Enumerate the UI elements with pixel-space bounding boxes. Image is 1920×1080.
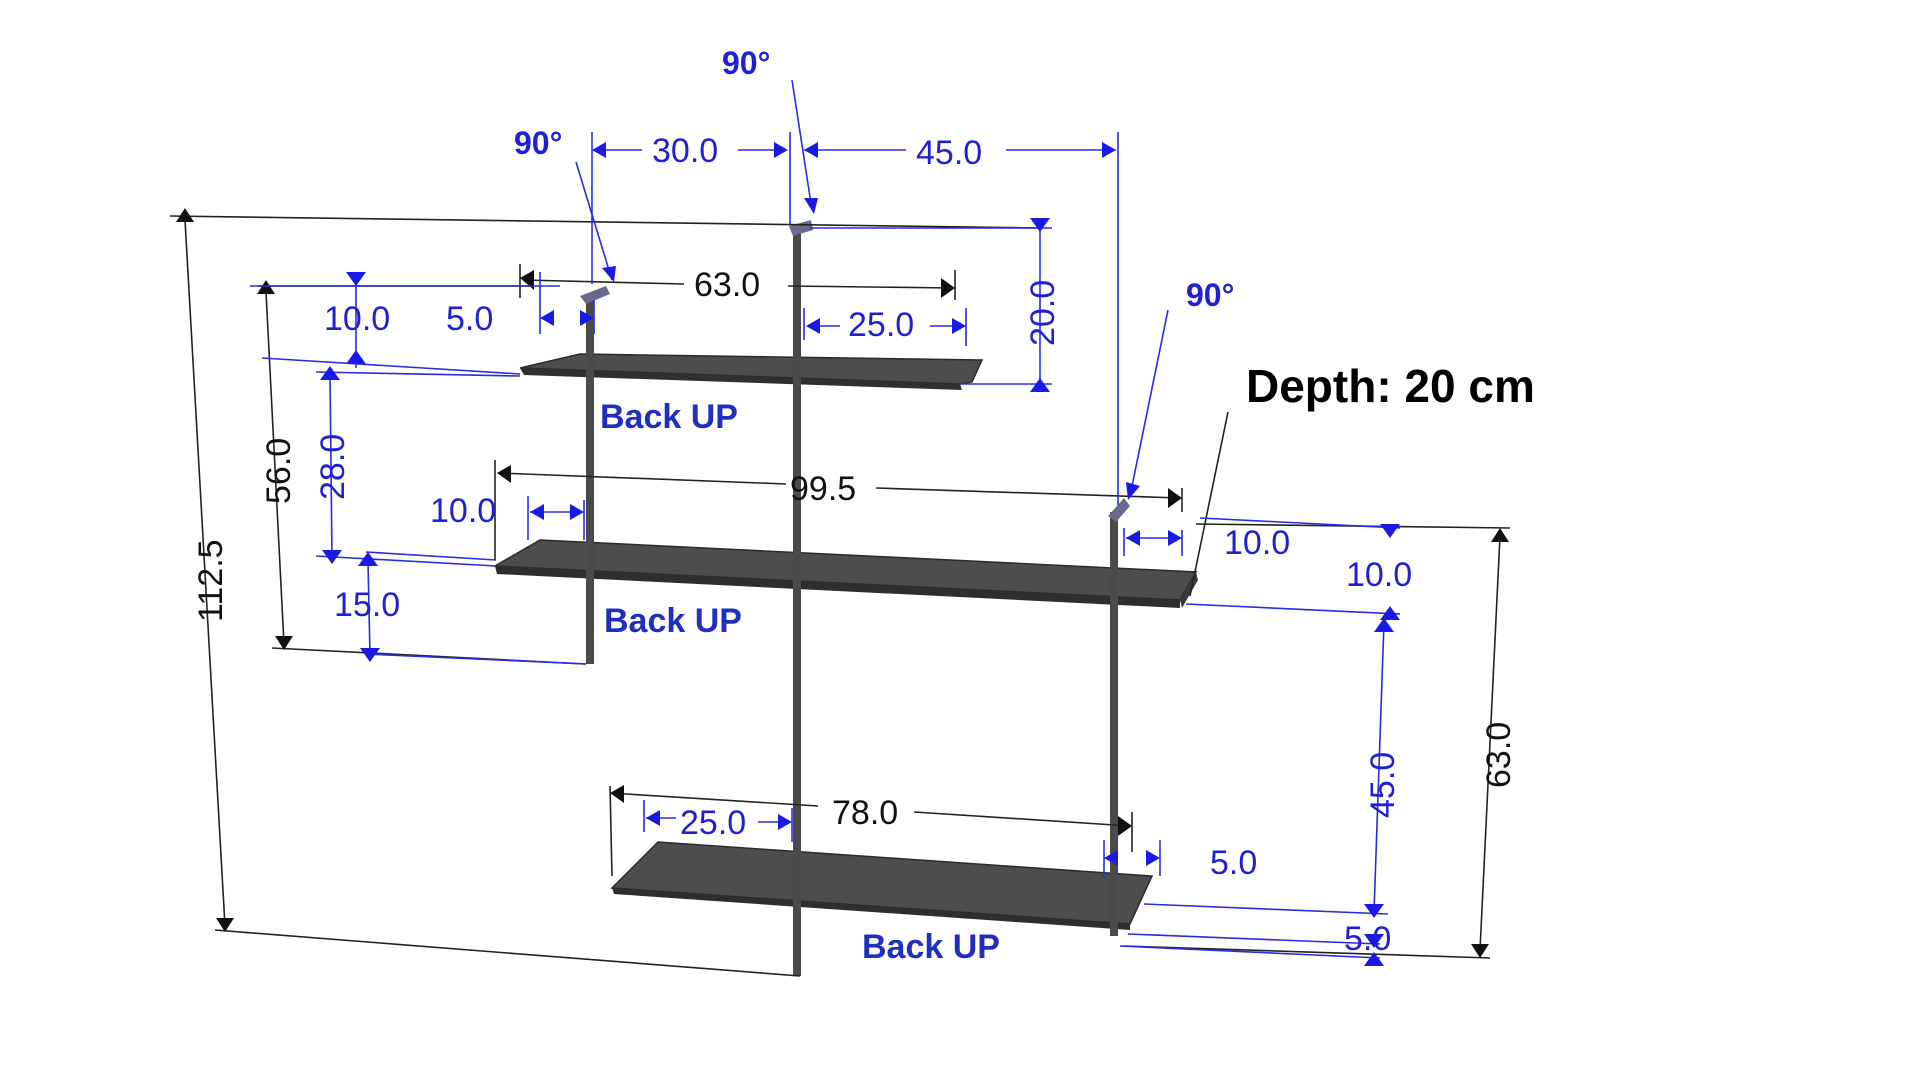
angle-label-right: 90° <box>1186 277 1234 313</box>
dim-shelf3-right-5: 5.0 <box>1210 844 1257 882</box>
angle-label-left: 90° <box>514 125 562 161</box>
rail-left <box>580 286 610 664</box>
shelf-bottom <box>610 841 1154 930</box>
dim-right-45: 45.0 <box>1364 752 1402 818</box>
dim-shelf1-height-20: 20.0 <box>1024 280 1062 346</box>
dim-shelf1-width-63: 63.0 <box>694 266 760 304</box>
dim-right-63: 63.0 <box>1480 722 1518 788</box>
dim-shelf3-bottom-5: 5.0 <box>1344 920 1391 958</box>
backup-label-top: Back UP <box>600 398 738 436</box>
depth-annotation: Depth: 20 cm <box>1246 360 1535 412</box>
dim-shelf2-right-10a: 10.0 <box>1224 524 1290 562</box>
dim-shelf2-left-10: 10.0 <box>430 492 496 530</box>
dim-shelf3-left-25: 25.0 <box>680 804 746 842</box>
dim-shelf1-left-5: 5.0 <box>446 300 493 338</box>
dim-left-28: 28.0 <box>314 434 352 500</box>
backup-label-middle: Back UP <box>604 602 742 640</box>
dim-shelf1-left-10: 10.0 <box>324 300 390 338</box>
dim-lines-blue <box>250 79 1401 966</box>
dim-top-30: 30.0 <box>652 132 718 170</box>
dim-shelf3-width-78: 78.0 <box>832 794 898 832</box>
dim-left-56: 56.0 <box>260 438 298 504</box>
dim-shelf1-right-25: 25.0 <box>848 306 914 344</box>
backup-label-bottom: Back UP <box>862 928 1000 966</box>
shelf-top <box>519 353 984 390</box>
shelf-middle <box>492 539 1198 608</box>
rail-right <box>1108 498 1130 936</box>
dim-lines-black <box>169 208 1511 977</box>
dim-overall-height-112-5: 112.5 <box>192 539 230 622</box>
dim-shelf2-right-10b: 10.0 <box>1346 556 1412 594</box>
dim-top-45: 45.0 <box>916 134 982 172</box>
angle-label-top-center: 90° <box>722 45 770 81</box>
dim-shelf2-width-99-5: 99.5 <box>790 470 856 508</box>
dim-shelf2-left-15: 15.0 <box>334 586 400 624</box>
